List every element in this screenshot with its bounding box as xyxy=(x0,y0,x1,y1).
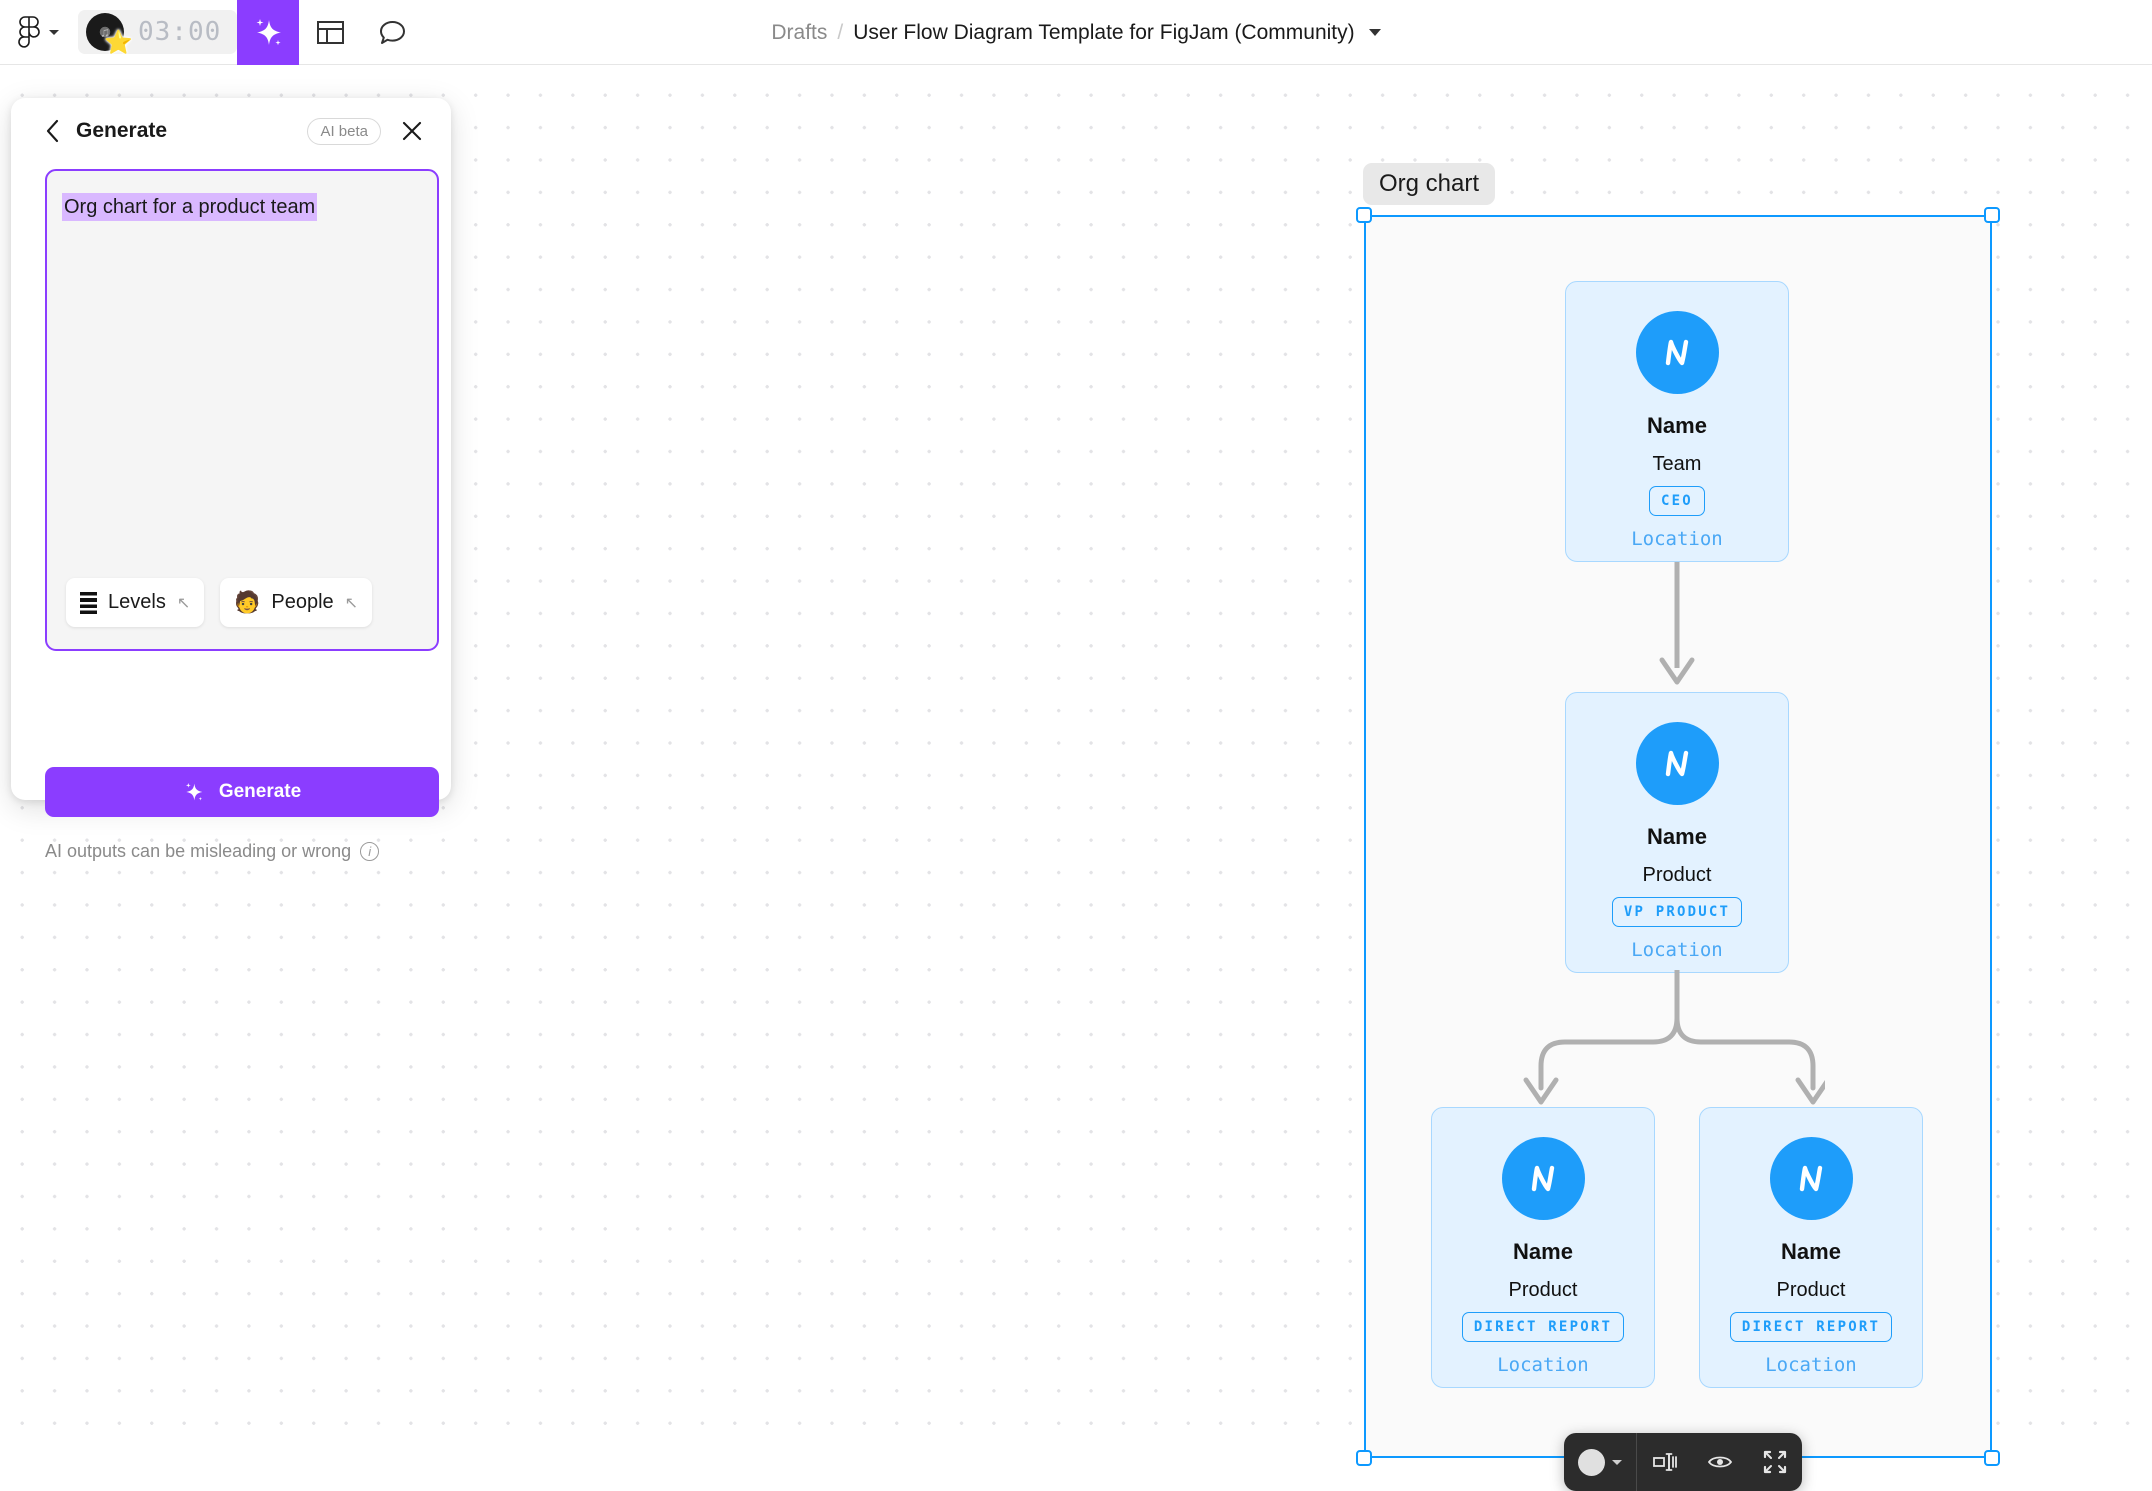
levels-stack-icon xyxy=(80,591,97,614)
org-card-name: Name xyxy=(1647,824,1707,849)
selection-handle-top-right[interactable] xyxy=(1984,207,2000,223)
generate-button-label: Generate xyxy=(218,781,302,802)
comment-bubble-icon xyxy=(379,20,405,44)
person-emoji-icon: 🧑 xyxy=(234,591,261,614)
chip-arrow-icon: ↖ xyxy=(344,594,359,612)
panel-title: Generate xyxy=(76,119,168,142)
spacing-distribute-icon xyxy=(1652,1453,1677,1471)
avatar-squiggle-icon xyxy=(1635,311,1719,394)
timer-label: 03:00 xyxy=(138,17,222,47)
figma-logo-icon xyxy=(18,15,40,48)
top-toolbar: ⭐ 03:00 Drafts / User Flow Diagram Te xyxy=(0,0,2152,65)
generate-panel: Generate AI beta Org chart for a product… xyxy=(11,98,451,861)
chip-levels-label: Levels xyxy=(108,591,166,613)
chevron-left-icon xyxy=(46,119,59,143)
org-card-role-badge: DIRECT REPORT xyxy=(1461,1312,1625,1342)
generate-button[interactable]: Generate xyxy=(45,767,439,817)
org-card-team: Product xyxy=(1776,1279,1846,1301)
expand-fullscreen-icon xyxy=(1763,1450,1786,1474)
avatar-squiggle-icon xyxy=(1769,1137,1853,1220)
close-button[interactable] xyxy=(397,116,427,146)
selection-handle-top-left[interactable] xyxy=(1356,207,1372,223)
org-card-team: Product xyxy=(1508,1279,1578,1301)
color-swatch-button[interactable] xyxy=(1564,1433,1636,1491)
org-card-location: Location xyxy=(1631,939,1723,961)
org-card-role-badge: VP PRODUCT xyxy=(1611,897,1743,927)
sparkle-icon xyxy=(185,783,203,801)
sparkle-icon xyxy=(256,18,281,45)
org-card-direct-report-2[interactable]: Name Product DIRECT REPORT Location xyxy=(1699,1107,1923,1388)
canvas-surface[interactable]: Org chart Name Team CEO Location Name P xyxy=(0,65,2152,1491)
selection-handle-bottom-left[interactable] xyxy=(1356,1450,1372,1466)
org-card-vp-product[interactable]: Name Product VP PRODUCT Location xyxy=(1565,692,1789,973)
org-card-team: Product xyxy=(1642,864,1712,886)
org-card-name: Name xyxy=(1513,1239,1573,1264)
figma-menu-button[interactable] xyxy=(0,0,76,65)
avatar-squiggle-icon xyxy=(1635,722,1719,805)
ai-disclaimer-text: AI outputs can be misleading or wrong xyxy=(45,841,352,861)
color-swatch xyxy=(1578,1448,1605,1476)
prompt-textarea[interactable]: Org chart for a product team Levels ↖ 🧑 … xyxy=(45,169,439,651)
back-button[interactable] xyxy=(45,119,60,143)
chip-people-label: People xyxy=(271,591,334,613)
connector-ceo-to-vp xyxy=(1659,562,1695,685)
breadcrumb: Drafts / User Flow Diagram Template for … xyxy=(0,0,2152,65)
chevron-down-icon xyxy=(49,29,59,35)
layout-template-icon xyxy=(316,20,344,44)
org-card-role-badge: DIRECT REPORT xyxy=(1729,1312,1893,1342)
org-card-name: Name xyxy=(1647,413,1707,438)
ai-disclaimer: AI outputs can be misleading or wrong i xyxy=(45,841,380,862)
generate-panel-header: Generate AI beta xyxy=(11,98,451,164)
spacing-distribute-button[interactable] xyxy=(1637,1433,1692,1491)
org-card-location: Location xyxy=(1631,528,1723,550)
prompt-text-value: Org chart for a product team xyxy=(62,193,318,221)
chip-levels[interactable]: Levels ↖ xyxy=(66,578,205,627)
breadcrumb-drafts[interactable]: Drafts xyxy=(771,20,828,44)
org-card-ceo[interactable]: Name Team CEO Location xyxy=(1565,281,1789,562)
org-card-location: Location xyxy=(1497,1354,1589,1376)
fullscreen-button[interactable] xyxy=(1747,1433,1802,1491)
org-card-location: Location xyxy=(1765,1354,1857,1376)
close-icon xyxy=(402,121,422,141)
chip-people[interactable]: 🧑 People ↖ xyxy=(220,578,373,627)
org-card-role-badge: CEO xyxy=(1649,486,1705,516)
ai-beta-badge: AI beta xyxy=(307,117,381,145)
visibility-button[interactable] xyxy=(1692,1433,1747,1491)
org-card-direct-report-1[interactable]: Name Product DIRECT REPORT Location xyxy=(1431,1107,1655,1388)
comment-button[interactable] xyxy=(361,0,423,65)
timer-widget[interactable]: ⭐ 03:00 xyxy=(78,10,238,54)
selection-floating-toolbar[interactable] xyxy=(1564,1433,1802,1491)
selection-handle-bottom-right[interactable] xyxy=(1984,1450,2000,1466)
star-sticker-icon: ⭐ xyxy=(104,29,133,55)
template-layout-button[interactable] xyxy=(299,0,361,65)
chevron-down-icon[interactable] xyxy=(1368,29,1381,36)
ai-generate-button[interactable] xyxy=(237,0,300,65)
org-card-name: Name xyxy=(1781,1239,1841,1264)
chip-arrow-icon: ↖ xyxy=(176,594,191,612)
org-card-team: Team xyxy=(1652,453,1702,475)
prompt-chip-row: Levels ↖ 🧑 People ↖ xyxy=(66,578,373,627)
connector-vp-to-reports xyxy=(1523,970,1825,1105)
page-title[interactable]: User Flow Diagram Template for FigJam (C… xyxy=(853,20,1355,44)
breadcrumb-separator: / xyxy=(837,20,844,44)
music-disc-icon: ⭐ xyxy=(86,13,133,54)
frame-label-org-chart[interactable]: Org chart xyxy=(1363,163,1496,205)
eye-visibility-icon xyxy=(1707,1456,1732,1468)
avatar-squiggle-icon xyxy=(1501,1137,1585,1220)
info-icon[interactable]: i xyxy=(360,842,380,861)
chevron-down-icon xyxy=(1612,1459,1622,1465)
